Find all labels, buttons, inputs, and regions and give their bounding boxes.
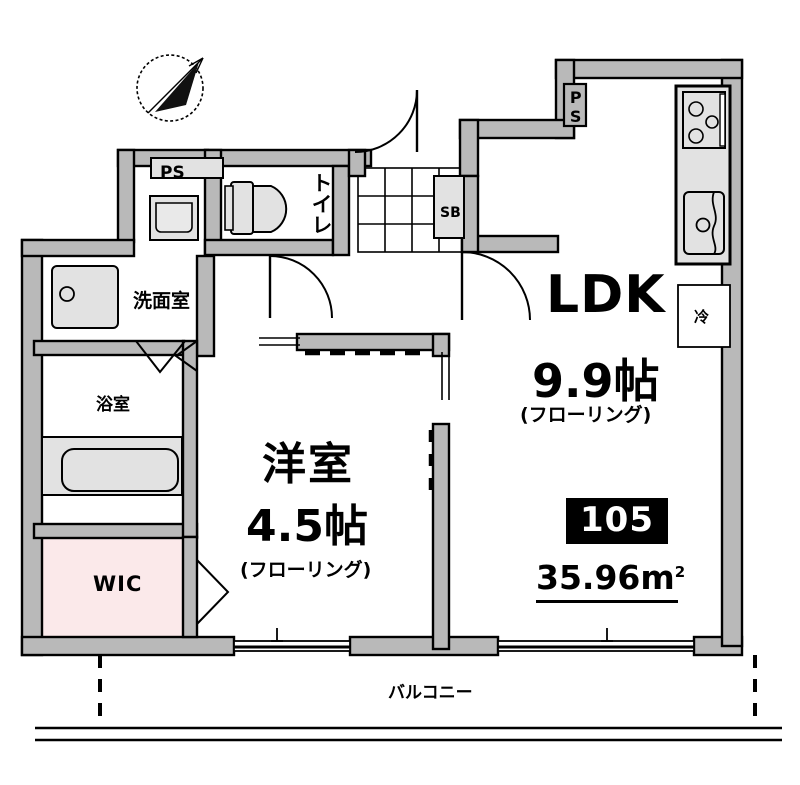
unit-number-badge: 105 (566, 498, 668, 544)
kitchen-counter (674, 84, 732, 266)
ldk-size-label: 9.9帖 (532, 354, 660, 408)
pipe-shaft-left (150, 157, 224, 179)
total-area-label: 35.96m2 (536, 558, 685, 597)
toilet-fixture-icon (224, 181, 288, 235)
ldk-room-label: LDK (546, 265, 666, 325)
wic-room-fill (42, 537, 189, 642)
shoe-box-cabinet (433, 175, 465, 239)
bathtub-icon (41, 436, 183, 496)
toilet-label: トイレ (309, 172, 334, 235)
door-swings (174, 89, 531, 625)
pipe-shaft-right-label: PS (566, 88, 586, 126)
bedroom-size-label: 4.5帖 (246, 501, 368, 552)
balcony-outline (35, 655, 782, 742)
wic-label: WIC (93, 572, 143, 596)
pipe-shaft-right (562, 82, 588, 128)
balcony-label: バルコニー (388, 683, 473, 703)
shoe-box-label: SB (440, 205, 461, 221)
bathroom-label: 浴室 (96, 395, 130, 415)
bedroom-flooring-label: (フローリング) (240, 559, 372, 581)
exterior-walls (20, 58, 744, 657)
entrance-step (259, 337, 450, 400)
bedroom-room-label: 洋室 (262, 439, 354, 490)
washroom-label: 洗面室 (133, 290, 191, 312)
area-underline (536, 600, 678, 603)
washing-machine-pan (149, 195, 199, 241)
refrigerator-space (677, 284, 731, 348)
total-area-value: 35.96m (536, 558, 675, 597)
bath-folding-door (135, 340, 186, 374)
refrigerator-label: 冷 (694, 308, 710, 326)
area-unit-superscript: 2 (674, 563, 686, 581)
kitchen-sink-icon (683, 191, 725, 255)
compass-icon (136, 54, 204, 122)
balcony-windows (233, 628, 695, 652)
ldk-flooring-label: (フローリング) (520, 404, 652, 426)
pipe-shaft-left-label: PS (160, 163, 185, 183)
kitchen-stove-icon (682, 91, 726, 149)
washbasin-icon (51, 265, 119, 329)
